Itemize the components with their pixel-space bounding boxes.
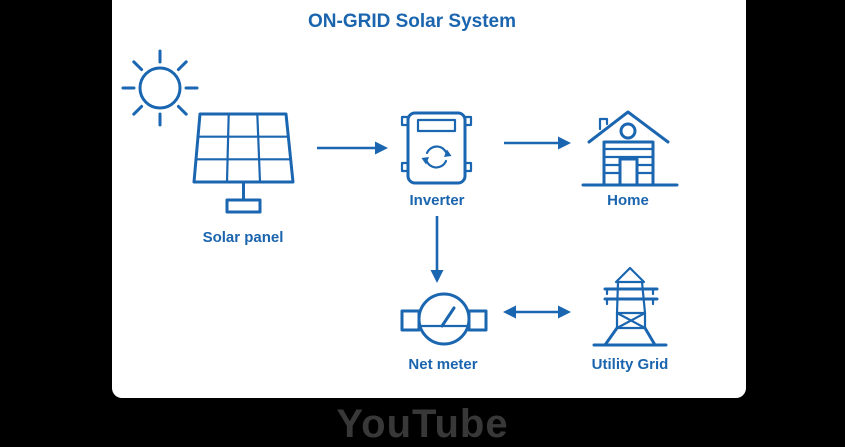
net-meter-icon: [400, 292, 488, 346]
utility-grid-label: Utility Grid: [591, 356, 669, 373]
solar-panel-icon: [192, 112, 295, 214]
solar-panel-label: Solar panel: [202, 229, 284, 246]
screenshot-canvas: { "title": "ON-GRID Solar System", "colo…: [112, 0, 746, 446]
inverter-icon: [400, 111, 473, 185]
inverter-label: Inverter: [409, 192, 465, 209]
home-icon: [581, 110, 679, 187]
net-meter-label: Net meter: [408, 356, 478, 373]
utility-grid-icon: [592, 266, 668, 347]
arrow-right-icon: [504, 136, 571, 150]
diagram-title: ON-GRID Solar System: [308, 11, 516, 32]
arrow-left-right-icon: [503, 305, 571, 319]
arrow-down-icon: [430, 216, 444, 283]
arrow-right-icon: [317, 141, 388, 155]
home-label: Home: [607, 192, 649, 209]
bottom-watermark-text: YouTube: [336, 402, 509, 446]
sun-icon: [121, 49, 199, 127]
